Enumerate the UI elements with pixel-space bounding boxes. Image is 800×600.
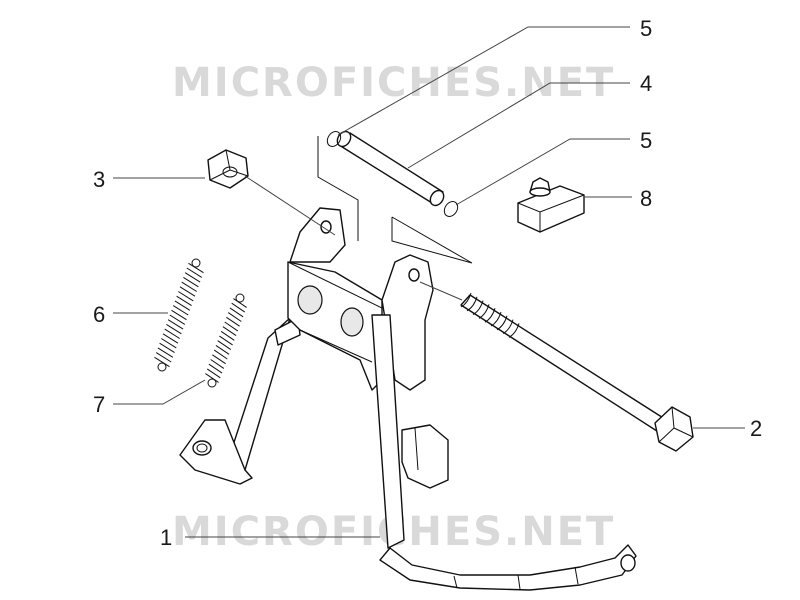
watermark-top: MICROFICHES.NET xyxy=(172,60,615,106)
callout-2: 2 xyxy=(750,416,762,441)
callout-7: 7 xyxy=(93,392,105,417)
part-5-circlip-lower xyxy=(443,201,459,217)
leader-4 xyxy=(407,82,630,169)
leader-3 xyxy=(113,175,336,236)
part-3-nut xyxy=(207,149,249,189)
leader-7 xyxy=(113,379,206,405)
guide-bracket-lower xyxy=(391,216,473,264)
part-1-center-stand xyxy=(179,207,637,591)
part-8-stopper xyxy=(517,177,585,233)
part-6-spring xyxy=(154,258,204,372)
part-7-spring xyxy=(205,293,247,388)
callout-3: 3 xyxy=(93,167,105,192)
leader-5b xyxy=(455,138,630,206)
part-2-bolt xyxy=(460,292,694,452)
part-5-circlip-upper xyxy=(326,131,342,147)
callout-1: 1 xyxy=(160,525,172,550)
callout-6: 6 xyxy=(93,302,105,327)
callout-8: 8 xyxy=(640,186,652,211)
leader-bolt-axis xyxy=(419,281,463,301)
leader-5a xyxy=(337,26,630,136)
callout-5a: 5 xyxy=(640,16,652,41)
guide-bracket-upper xyxy=(317,136,359,241)
callout-5b: 5 xyxy=(640,128,652,153)
callout-4: 4 xyxy=(640,71,652,96)
